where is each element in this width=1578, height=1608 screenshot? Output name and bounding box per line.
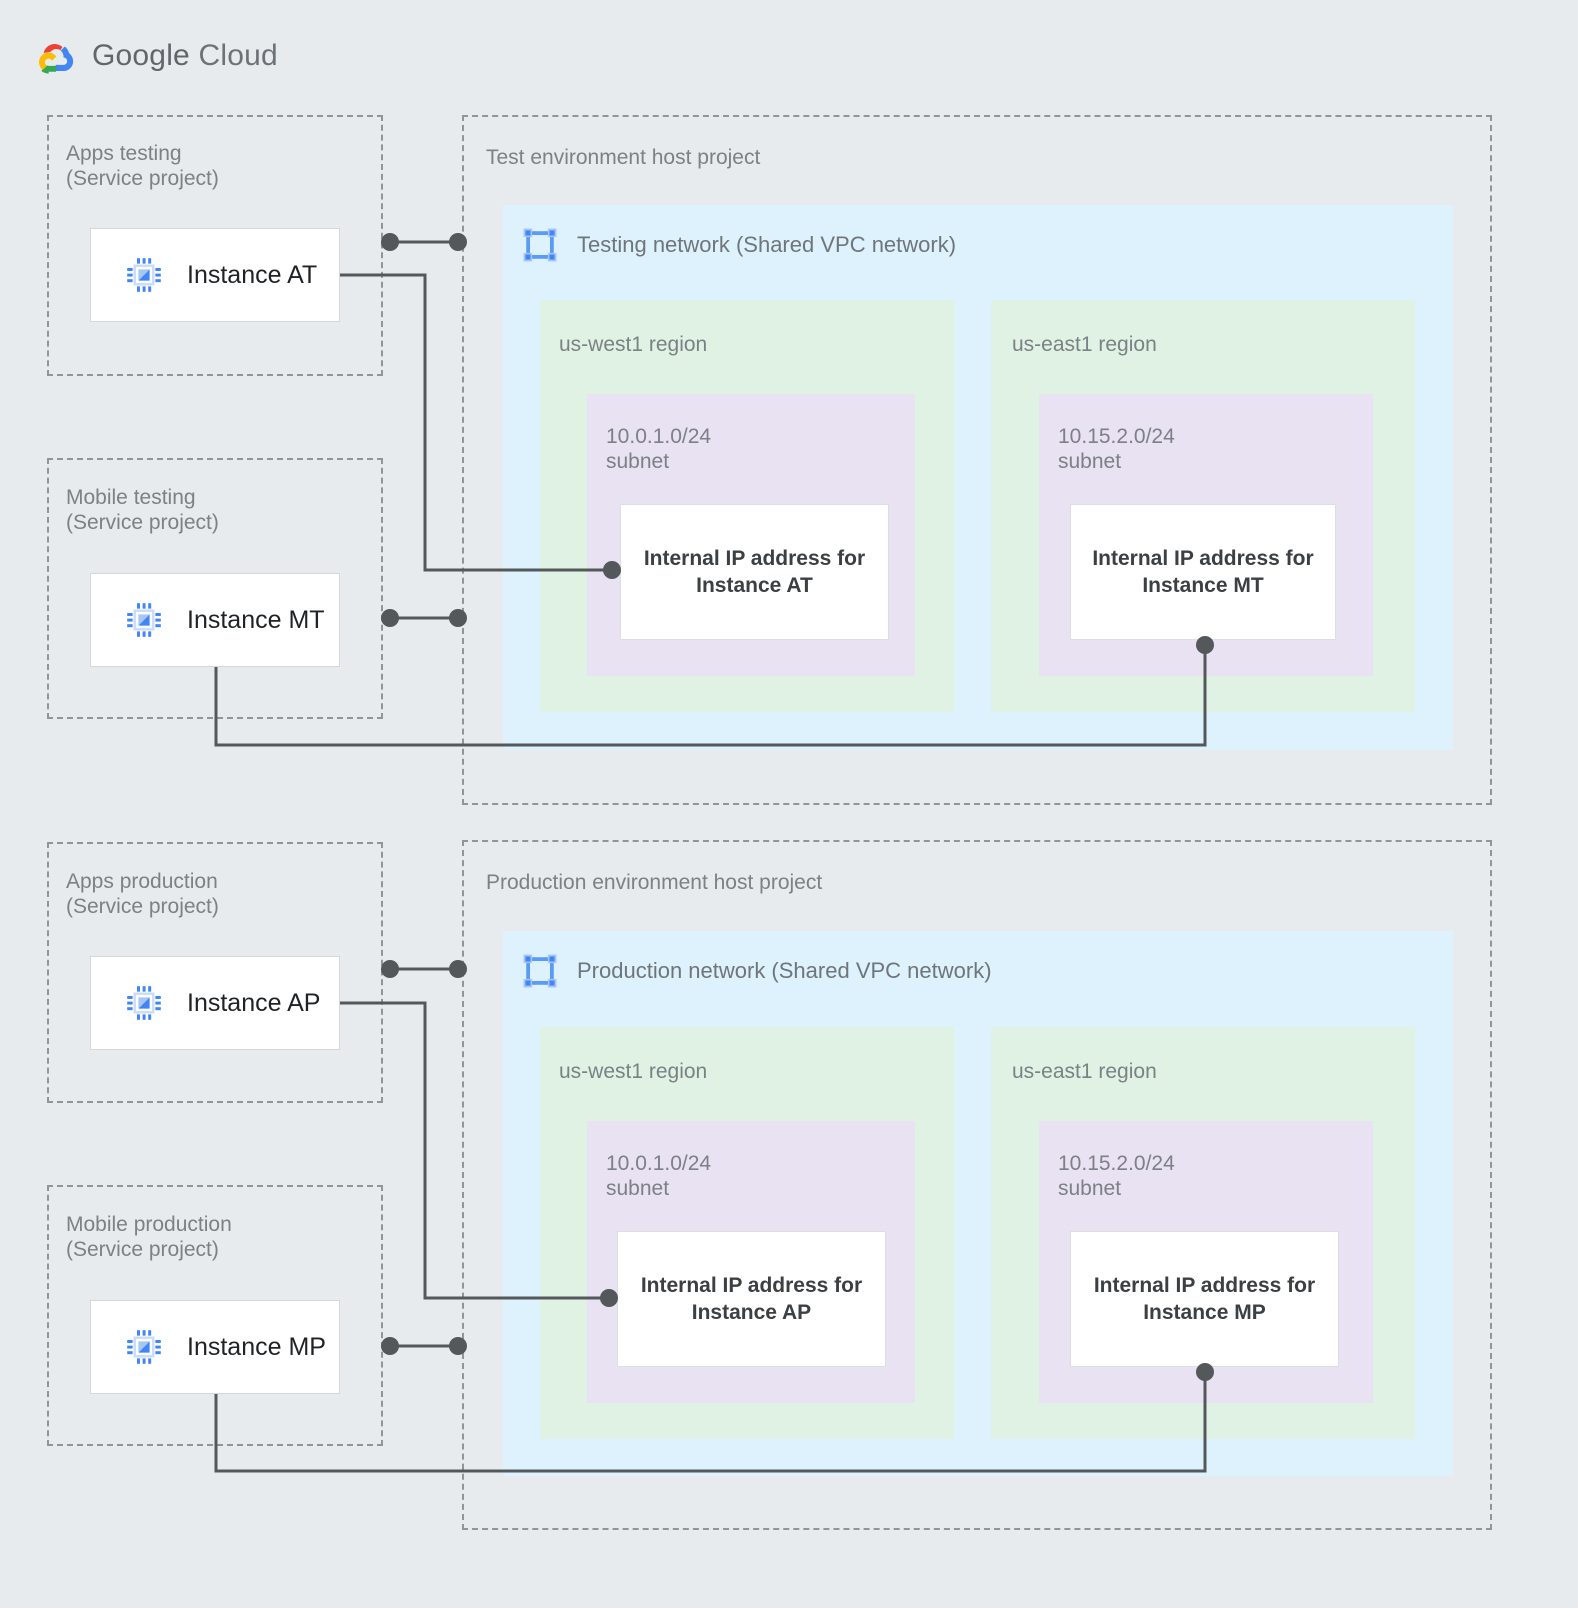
subnet-prod-us-east1-label: 10.15.2.0/24 subnet [1058, 1152, 1175, 1200]
instance-card-mp[interactable]: Instance MP [90, 1300, 340, 1394]
instance-card-ap[interactable]: Instance AP [90, 956, 340, 1050]
vpc-network-testing-header: Testing network (Shared VPC network) [521, 226, 956, 264]
subnet-test-us-west1-label: 10.0.1.0/24 subnet [606, 425, 712, 473]
compute-instance-chip-icon [127, 603, 161, 637]
region-test-us-east1-label: us-east1 region [1012, 333, 1157, 356]
vpc-network-icon [523, 954, 557, 988]
instance-label-at: Instance AT [187, 260, 318, 289]
vpc-network-icon [523, 228, 557, 262]
instance-label-mp: Instance MP [187, 1332, 326, 1361]
vpc-network-production-title: Production network (Shared VPC network) [577, 958, 992, 983]
vpc-network-testing-title: Testing network (Shared VPC network) [577, 232, 957, 257]
ip-card-instance-at[interactable]: Internal IP address for Instance AT [620, 504, 889, 640]
compute-instance-chip-icon [127, 258, 161, 292]
ip-card-instance-mp-text: Internal IP address for Instance MP [1093, 1274, 1316, 1324]
service-project-mobile-testing-label: Mobile testing (Service project) [66, 486, 219, 534]
region-prod-us-east1-label: us-east1 region [1012, 1060, 1157, 1083]
host-project-production-label: Production environment host project [486, 871, 823, 894]
subnet-prod-us-west1-label: 10.0.1.0/24 subnet [606, 1152, 712, 1200]
ip-card-instance-mt[interactable]: Internal IP address for Instance MT [1070, 504, 1336, 640]
google-cloud-logo-icon [39, 43, 74, 74]
instance-label-ap: Instance AP [187, 988, 321, 1017]
service-project-mobile-production-label: Mobile production (Service project) [66, 1213, 232, 1261]
region-test-us-west1-label: us-west1 region [559, 333, 708, 356]
ip-card-instance-at-text: Internal IP address for Instance AT [643, 547, 866, 597]
vpc-network-production-header: Production network (Shared VPC network) [521, 952, 992, 990]
instance-card-mt[interactable]: Instance MT [90, 573, 340, 667]
host-project-test-label: Test environment host project [486, 146, 761, 169]
ip-card-instance-mt-text: Internal IP address for Instance MT [1092, 547, 1314, 597]
wordmark-google: Google [92, 39, 190, 72]
google-cloud-logo: Google Cloud [34, 34, 278, 78]
compute-instance-chip-icon [127, 986, 161, 1020]
compute-instance-chip-icon [127, 1330, 161, 1364]
ip-card-instance-ap-text: Internal IP address for Instance AP [640, 1274, 863, 1324]
connector-mt-peer [381, 609, 467, 627]
instance-label-mt: Instance MT [187, 605, 325, 634]
connector-ap-peer [381, 960, 467, 978]
subnet-test-us-east1-label: 10.15.2.0/24 subnet [1058, 425, 1175, 473]
instance-card-at[interactable]: Instance AT [90, 228, 340, 322]
ip-card-instance-mp[interactable]: Internal IP address for Instance MP [1070, 1231, 1339, 1367]
connector-mp-peer [381, 1337, 467, 1355]
service-project-apps-production-label: Apps production (Service project) [66, 870, 219, 918]
connector-at-peer [381, 233, 467, 251]
google-cloud-wordmark: Google Cloud [92, 39, 278, 73]
service-project-apps-testing-label: Apps testing (Service project) [66, 142, 219, 190]
ip-card-instance-ap[interactable]: Internal IP address for Instance AP [617, 1231, 886, 1367]
region-prod-us-west1-label: us-west1 region [559, 1060, 708, 1083]
wordmark-cloud: Cloud [189, 39, 278, 72]
